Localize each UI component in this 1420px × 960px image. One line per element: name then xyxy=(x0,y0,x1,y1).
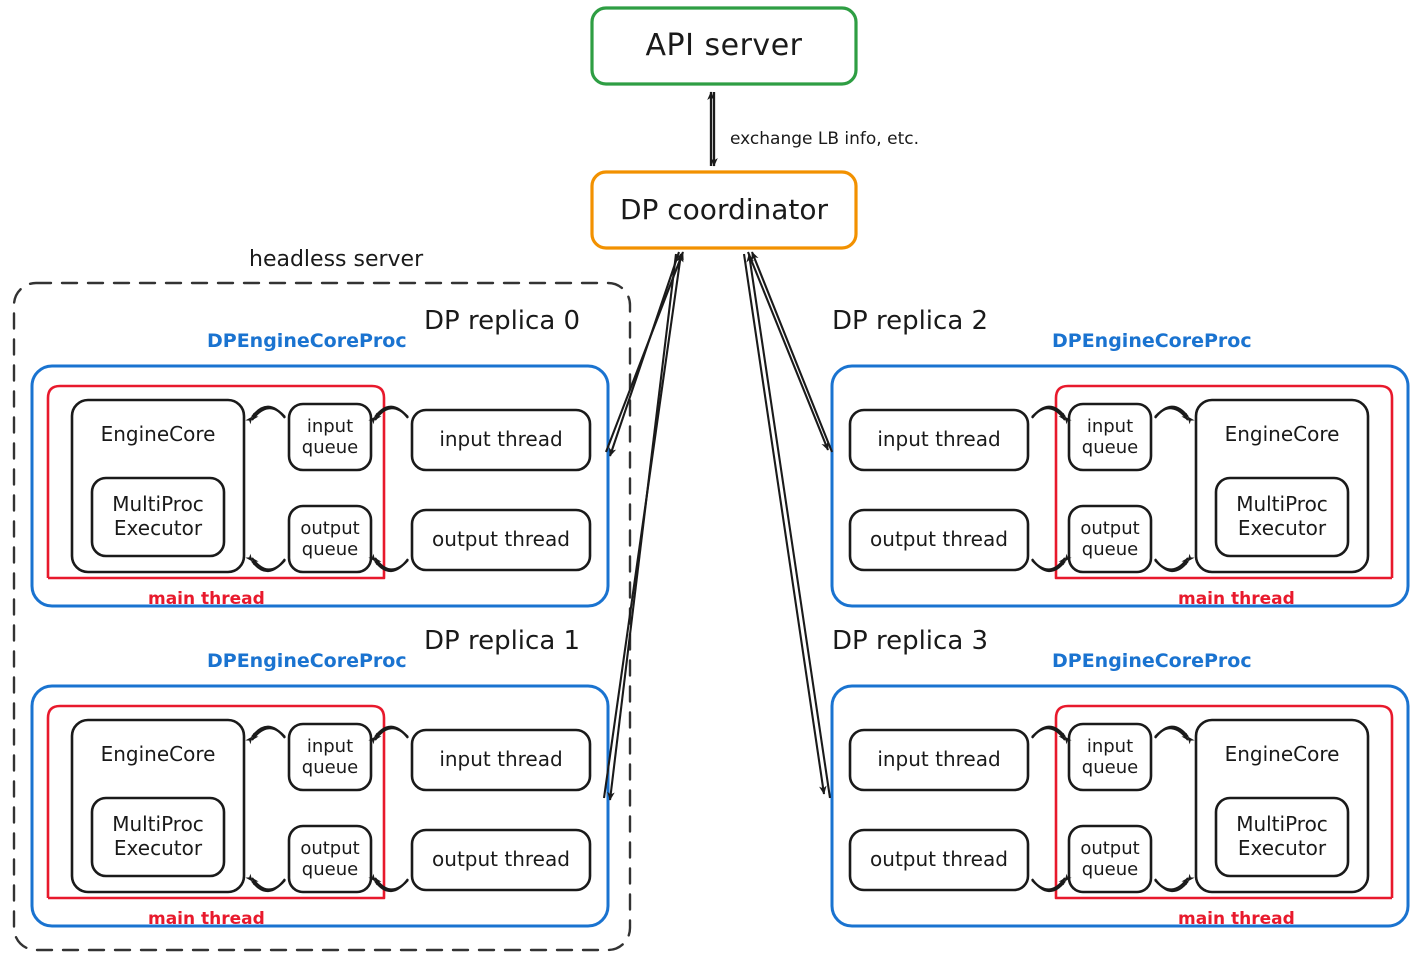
replica-0-multiproc-executor-label: MultiProc Executor xyxy=(112,492,204,540)
replica-2-input-queue-label: input queue xyxy=(1081,415,1139,458)
replica-3-multiproc-executor-label: MultiProc Executor xyxy=(1236,812,1328,860)
replica-2-multiproc-executor-label: MultiProc Executor xyxy=(1236,492,1328,540)
replica-1-engine-core-label: EngineCore xyxy=(100,742,216,767)
replica-2-output-queue-label: output queue xyxy=(1080,517,1140,560)
replica-2-engine-core-label: EngineCore xyxy=(1224,422,1340,447)
replica-3-output-thread-label: output thread xyxy=(870,847,1008,872)
replica-3-output-queue-label: output queue xyxy=(1080,837,1140,880)
coordinator-replica-links xyxy=(602,251,833,801)
replica-2-proc-label: DPEngineCoreProc xyxy=(1052,330,1252,352)
replica-3-proc-label: DPEngineCoreProc xyxy=(1052,650,1252,672)
replica-0-input-queue-label: input queue xyxy=(301,415,359,458)
replica-2-main-thread-label: main thread xyxy=(1178,589,1295,609)
exchange-info-label: exchange LB info, etc. xyxy=(730,129,919,149)
replica-2-output-thread-label: output thread xyxy=(870,527,1008,552)
replica-0-output-queue-label: output queue xyxy=(300,517,360,560)
replica-0-shapes xyxy=(30,364,610,608)
replica-2-shapes xyxy=(830,364,1410,608)
headless-server-label: headless server xyxy=(249,247,424,272)
replica-1-shapes xyxy=(30,684,610,928)
replica-3-shapes xyxy=(830,684,1410,928)
replica-3-input-queue-label: input queue xyxy=(1081,735,1139,778)
replica-3-title: DP replica 3 xyxy=(832,626,989,656)
replica-0-main-thread-label: main thread xyxy=(148,589,265,609)
replica-1-title: DP replica 1 xyxy=(424,626,581,656)
replica-0-proc-label: DPEngineCoreProc xyxy=(207,330,407,352)
replica-3-main-thread-label: main thread xyxy=(1178,909,1295,929)
replica-0-title: DP replica 0 xyxy=(424,306,581,336)
dp-coordinator-label: DP coordinator xyxy=(619,193,829,227)
api-server-label: API server xyxy=(645,28,803,64)
replica-1-output-thread-label: output thread xyxy=(432,847,570,872)
api-coordinator-arrow xyxy=(707,91,718,167)
replica-1-input-thread-label: input thread xyxy=(439,747,563,772)
api-server-box xyxy=(590,6,858,86)
replica-3-engine-core-label: EngineCore xyxy=(1224,742,1340,767)
replica-1-input-queue-label: input queue xyxy=(301,735,359,778)
replica-0-input-thread-label: input thread xyxy=(439,427,563,452)
replica-1-multiproc-executor-label: MultiProc Executor xyxy=(112,812,204,860)
replica-2-title: DP replica 2 xyxy=(832,306,989,336)
replica-1-output-queue-label: output queue xyxy=(300,837,360,880)
replica-0-engine-core-label: EngineCore xyxy=(100,422,216,447)
dp-coordinator-box xyxy=(590,170,858,250)
replica-3-input-thread-label: input thread xyxy=(877,747,1001,772)
replica-1-proc-label: DPEngineCoreProc xyxy=(207,650,407,672)
replica-1-main-thread-label: main thread xyxy=(148,909,265,929)
replica-0-output-thread-label: output thread xyxy=(432,527,570,552)
replica-2-input-thread-label: input thread xyxy=(877,427,1001,452)
